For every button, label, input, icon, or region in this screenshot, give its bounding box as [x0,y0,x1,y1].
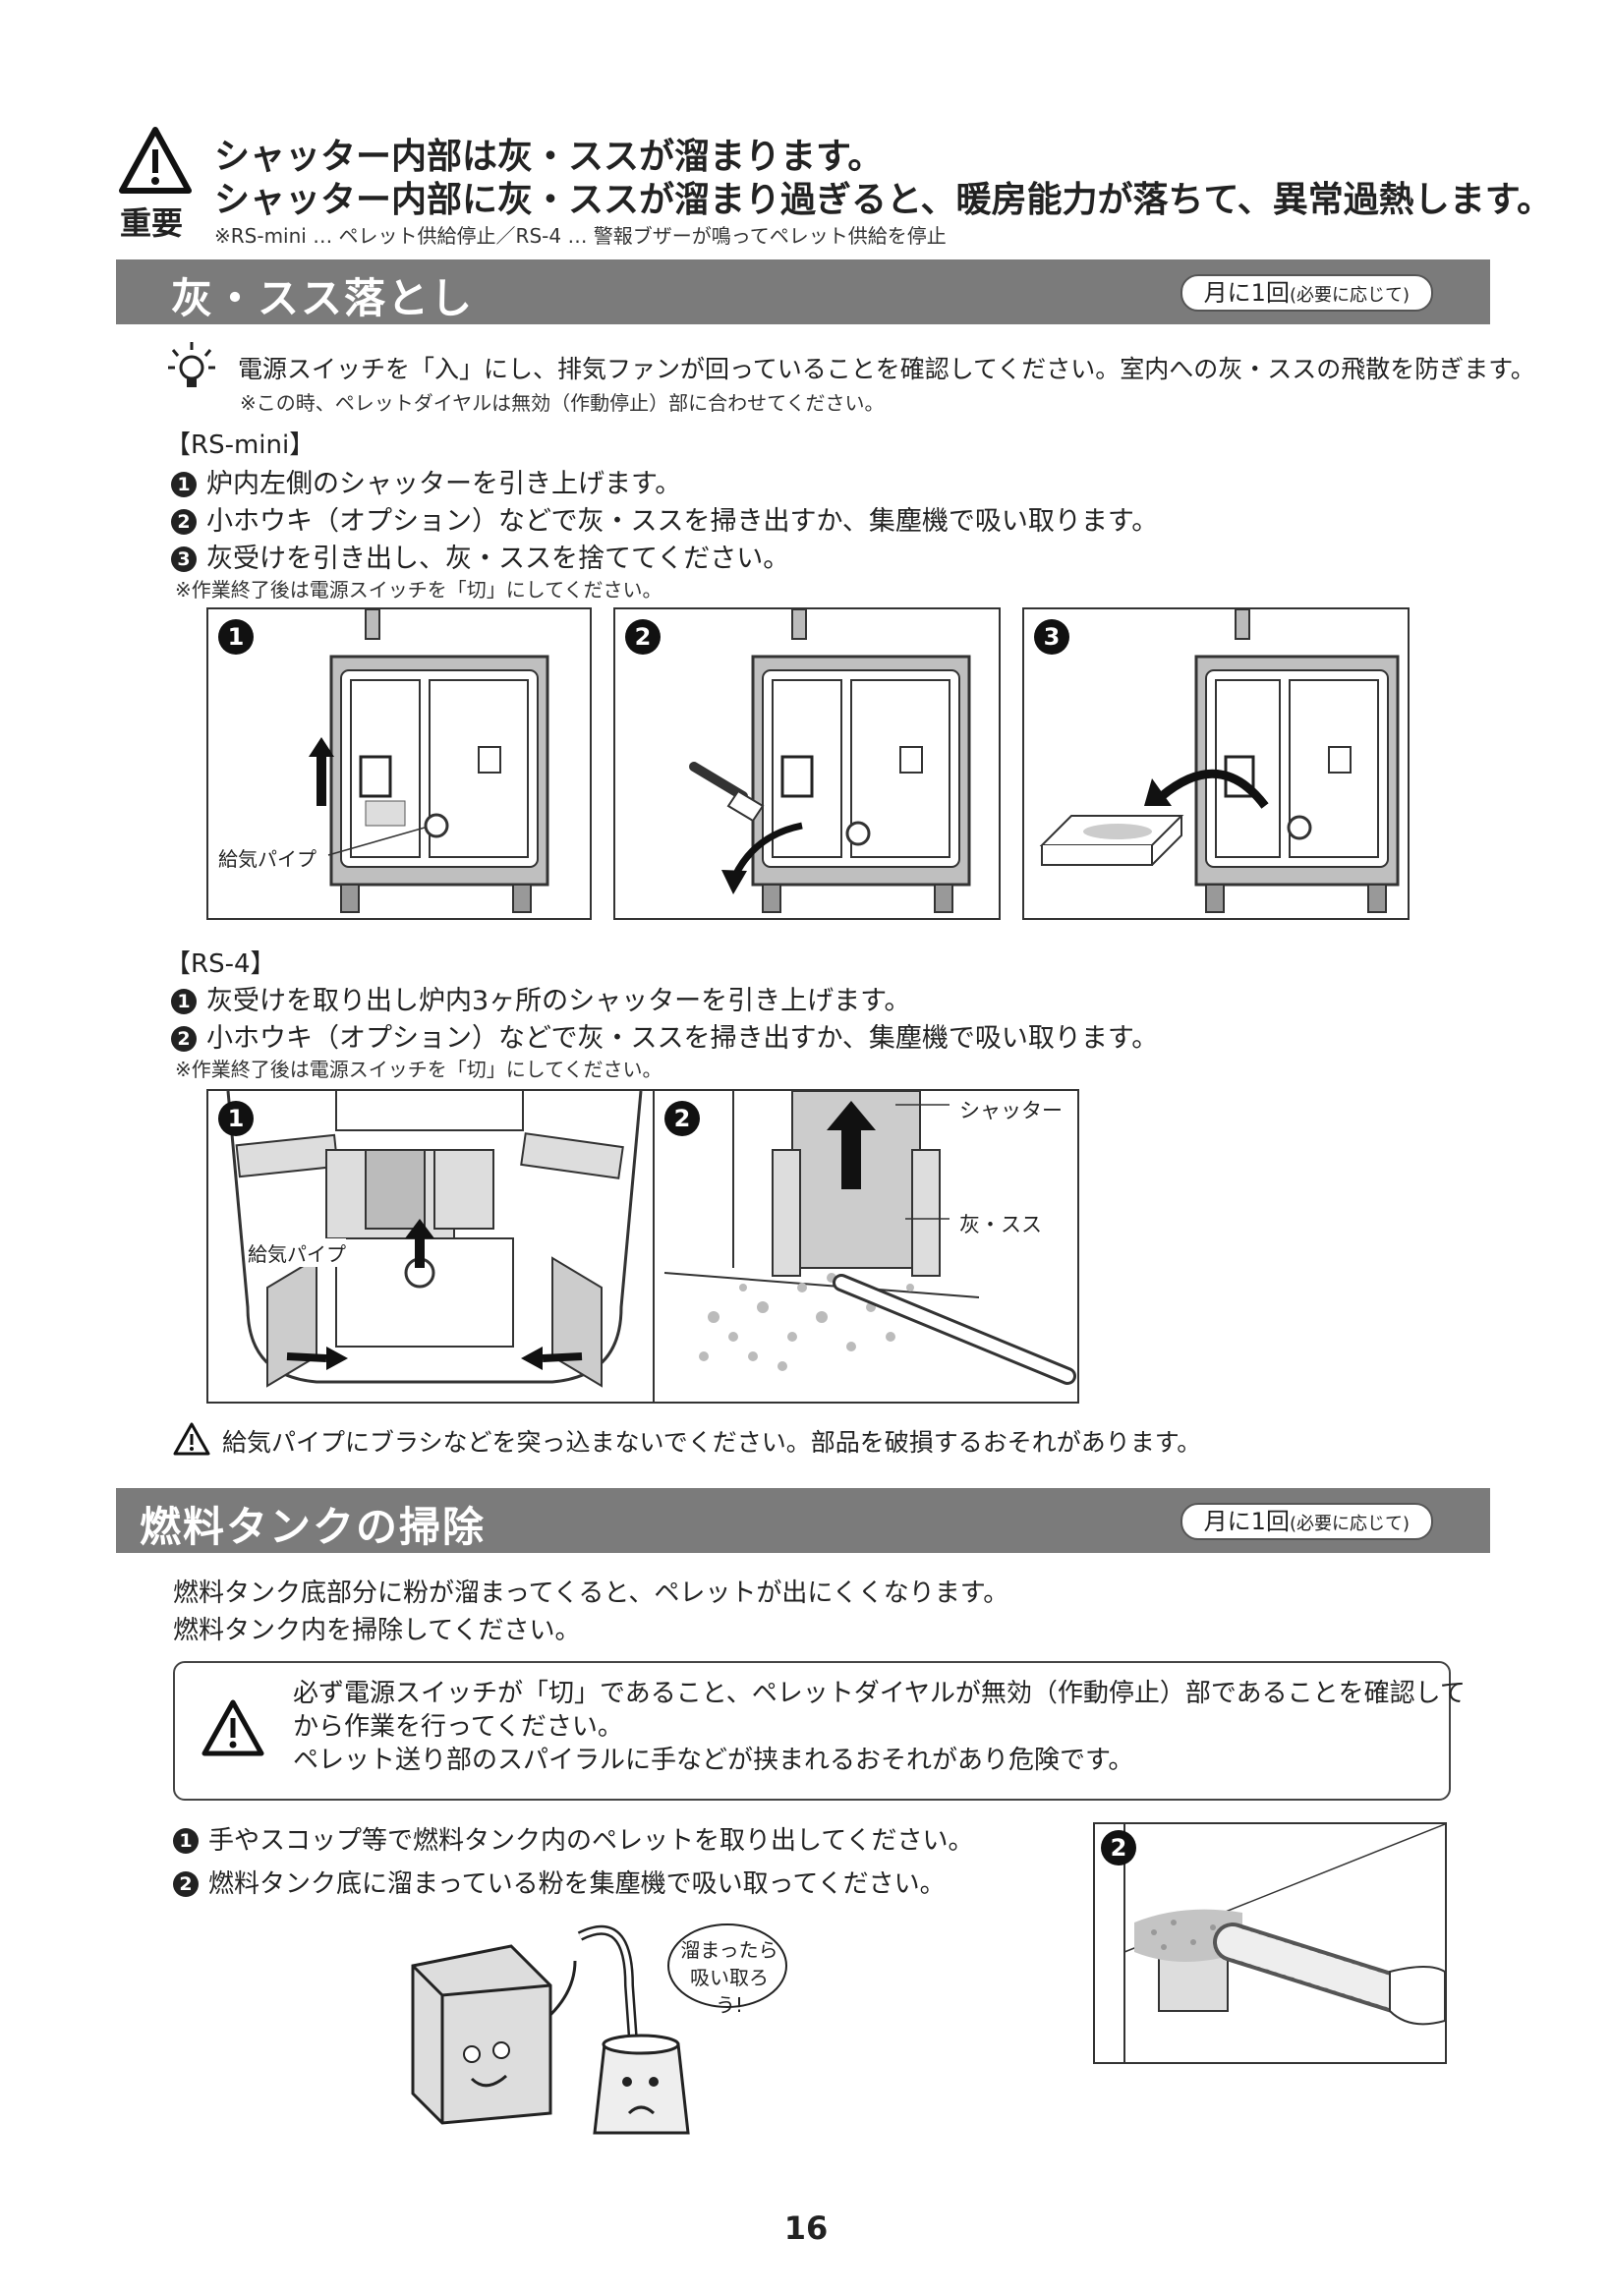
rs-mini-figure-1: 1 給気パイプ [206,607,592,920]
section-title: 灰・スス落とし [171,274,475,322]
figure-number: 1 [218,1101,254,1136]
rs4-heading: 【RS-4】 [165,949,276,979]
caution-icon [173,1421,210,1457]
warning-text: 必ず電源スイッチが「切」であること、ペレットダイヤルが無効（作動停止）部であるこ… [293,1677,1466,1777]
figure-number: 1 [218,619,254,655]
section-header-ash-removal: 灰・スス落とし 月に1回(必要に応じて) [116,259,1490,324]
frequency-main: 月に1回 [1203,1508,1290,1535]
figure-number: 3 [1034,619,1069,655]
figure-number: 2 [664,1101,700,1136]
fuel-intro-1: 燃料タンク底部分に粉が溜まってくると、ペレットが出にくくなります。 [173,1578,1009,1608]
frequency-sub: (必要に応じて) [1289,285,1410,306]
frequency-sub: (必要に応じて) [1289,1514,1410,1534]
frequency-badge: 月に1回(必要に応じて) [1180,274,1433,312]
fuel-intro-2: 燃料タンク内を掃除してください。 [173,1616,581,1645]
section-header-fuel-tank: 燃料タンクの掃除 月に1回(必要に応じて) [116,1488,1490,1553]
warning-line-2: から作業を行ってください。 [293,1712,623,1742]
tip-note: ※この時、ペレットダイヤルは無効（作動停止）部に合わせてください。 [240,391,885,415]
rs-mini-heading: 【RS-mini】 [165,430,316,460]
rs-mini-figure-3: 3 [1022,607,1410,920]
air-pipe-label: 給気パイプ [218,843,317,872]
caution-text: 給気パイプにブラシなどを突っ込まないでください。部品を破損するおそれがあります。 [222,1428,1202,1457]
fuel-tank-figure-2: 2 [1093,1822,1447,2064]
important-note: ※RS-mini … ペレット供給停止／RS-4 … 警報ブザーが鳴ってペレット… [214,224,947,248]
important-label: 重要 [120,204,184,242]
tip-text: 電源スイッチを「入」にし、排気ファンが回っていることを確認してください。室内への… [238,355,1535,383]
lightbulb-icon [167,340,216,399]
frequency-main: 月に1回 [1203,279,1290,307]
important-line-2: シャッター内部に灰・ススが溜まり過ぎると、暖房能力が落ちて、異常過熱します。 [214,180,1553,220]
figure-number: 2 [625,619,661,655]
shutter-label: シャッター [959,1095,1063,1124]
rs4-figure-2: 2 シャッター 灰・スス [653,1089,1079,1404]
ash-label: 灰・スス [959,1209,1042,1238]
warning-line-1: 必ず電源スイッチが「切」であること、ペレットダイヤルが無効（作動停止）部であるこ… [293,1679,1466,1708]
warning-icon [201,1698,265,1759]
warning-line-3: ペレット送り部のスパイラルに手などが挟まれるおそれがあり危険です。 [293,1746,1134,1775]
speech-line-1: 溜まったら [680,1938,778,1962]
warning-box: 必ず電源スイッチが「切」であること、ペレットダイヤルが無効（作動停止）部であるこ… [173,1661,1466,1801]
speech-line-2: 吸い取ろう! [690,1966,769,2017]
important-line-1: シャッター内部は灰・ススが溜まります。 [214,137,884,177]
cartoon-illustration: 溜まったら 吸い取ろう! [393,1917,865,2143]
figure-number: 2 [1101,1830,1136,1866]
air-pipe-label: 給気パイプ [248,1238,346,1267]
rs-mini-figure-2: 2 [613,607,1001,920]
rs4-note: ※作業終了後は電源スイッチを「切」にしてください。 [175,1058,662,1081]
frequency-badge: 月に1回(必要に応じて) [1180,1503,1433,1540]
rs4-figure-1: 1 給気パイプ [206,1089,655,1404]
speech-bubble-text: 溜まったら 吸い取ろう! [680,1936,778,2019]
page-number: 16 [783,2210,829,2247]
rs-mini-note: ※作業終了後は電源スイッチを「切」にしてください。 [175,578,662,602]
warning-icon [118,126,193,197]
section-title: 燃料タンクの掃除 [140,1503,487,1551]
